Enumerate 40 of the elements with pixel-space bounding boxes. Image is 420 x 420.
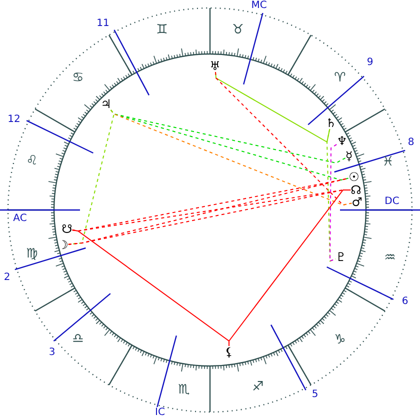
aspect-line — [215, 72, 352, 206]
aspect-line — [326, 128, 336, 262]
zodiac-sign: ♒ — [384, 252, 396, 264]
house-number: 6 — [402, 297, 408, 307]
aspect-line — [330, 144, 338, 262]
zodiac-sign: ♊ — [156, 24, 168, 36]
angle-label: IC — [155, 408, 165, 418]
zodiac-sign: ♏ — [178, 384, 190, 396]
planet-glyph: ♄ — [326, 117, 336, 129]
house-number: 9 — [366, 58, 374, 68]
zodiac-sign: ♉ — [232, 24, 244, 36]
zodiac-sign: ♌ — [26, 154, 38, 168]
angle-label: DC — [384, 197, 400, 207]
house-number: 12 — [8, 115, 20, 125]
planet-glyph: ☊ — [350, 184, 362, 196]
house-number: 5 — [312, 390, 318, 400]
house-number: 11 — [96, 19, 110, 29]
planet-glyph: ⚸ — [224, 346, 234, 358]
planet-glyph: ☽ — [58, 239, 68, 251]
planet-glyph: ♃ — [100, 98, 112, 110]
house-number: 2 — [4, 273, 10, 283]
zodiac-sign: ♍ — [26, 248, 38, 260]
zodiac-sign: ♎ — [72, 332, 84, 346]
planet-glyph: ♆ — [336, 135, 348, 147]
zodiac-sign: ♈ — [334, 72, 346, 84]
planet-glyph: ♇ — [336, 251, 346, 263]
zodiac-sign: ♓ — [382, 156, 394, 168]
planet-glyph: ☿ — [345, 150, 353, 162]
planet-glyph: ☉ — [348, 171, 360, 183]
zodiac-sign: ♑ — [334, 334, 346, 346]
zodiac-sign: ♐ — [252, 380, 264, 394]
planet-glyph: ♂ — [352, 196, 362, 208]
house-number: 3 — [48, 348, 56, 358]
angle-label: MC — [251, 1, 267, 11]
aspect-line — [228, 190, 352, 346]
zodiac-sign: ♋ — [72, 72, 84, 84]
planet-glyph: ☋ — [62, 223, 72, 235]
angle-label: AC — [13, 214, 27, 224]
house-number: 8 — [408, 138, 414, 148]
planet-glyph: ♅ — [210, 60, 220, 72]
